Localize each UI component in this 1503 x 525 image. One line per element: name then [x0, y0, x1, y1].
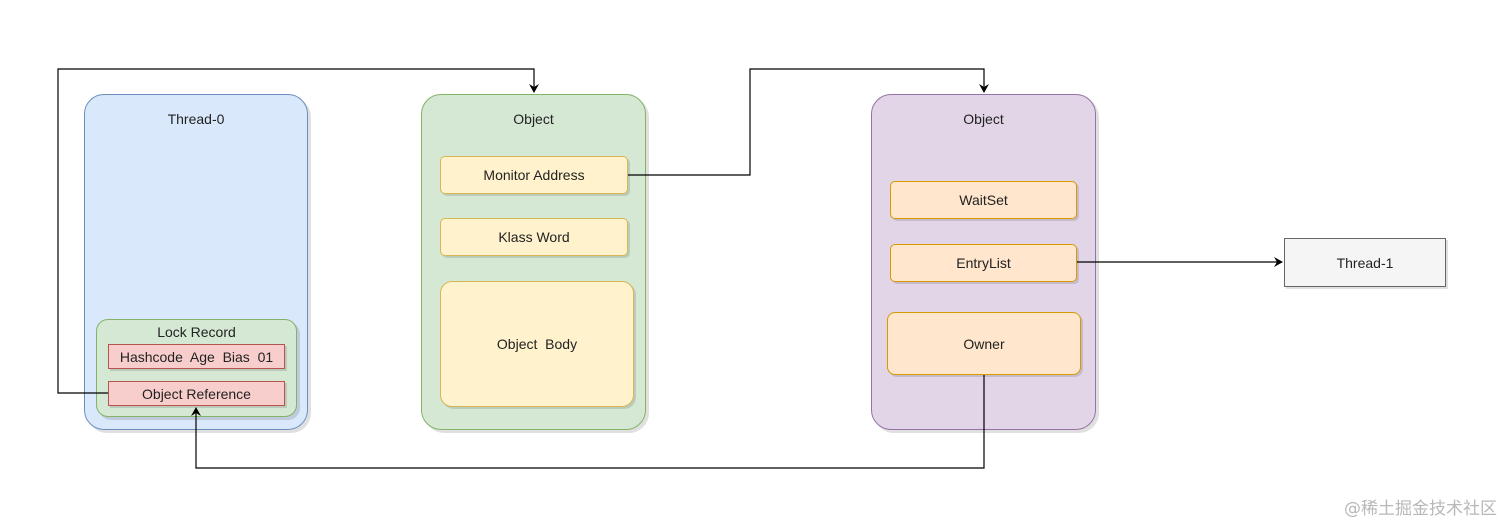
monitor-address-to-monitor-arrow — [628, 68, 989, 176]
thread0-title: Thread-0 — [167, 111, 225, 127]
object-body-field: Object Body — [440, 281, 634, 407]
klass-word-field: Klass Word — [440, 218, 628, 256]
object-reference-to-object-arrow — [57, 68, 539, 394]
lock-record-title: Lock Record — [157, 324, 236, 340]
thread1-box: Thread-1 — [1284, 238, 1446, 287]
watermark: @稀土掘金技术社区 — [1344, 499, 1497, 519]
monitor-title: Object — [963, 111, 1004, 127]
entrylist-field: EntryList — [890, 244, 1077, 282]
hashcode-age-bias-field: Hashcode Age Bias 01 — [108, 344, 285, 369]
object-reference-field: Object Reference — [108, 381, 285, 406]
owner-to-lock-record-arrow — [191, 375, 985, 469]
monitor-address-field: Monitor Address — [440, 156, 628, 194]
waitset-field: WaitSet — [890, 181, 1077, 219]
owner-field: Owner — [887, 312, 1081, 375]
object-header-title: Object — [513, 111, 554, 127]
